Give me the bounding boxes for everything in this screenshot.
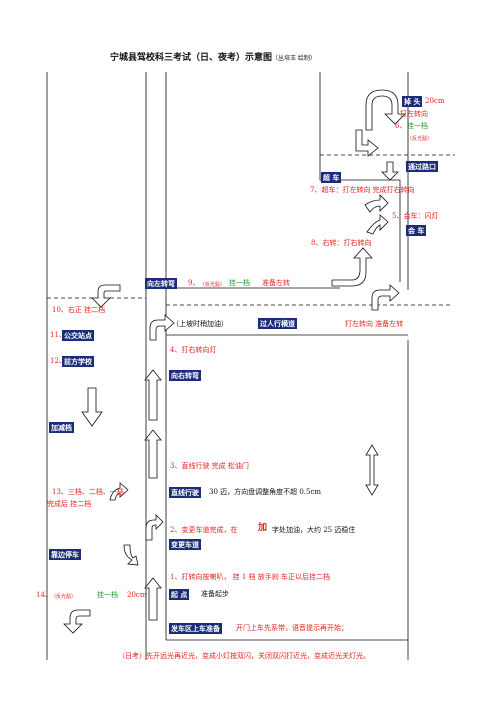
step4-text: 4、打右转向灯	[170, 346, 217, 354]
step3-text: 3、直线行驶 完成 松油门	[170, 462, 249, 470]
step9-gear: 挂一档	[229, 279, 250, 287]
footer-note: （日考）先开远光再近光，变成小灯按双闪，关闭双闪打近光，变成近光关灯光。	[118, 652, 370, 660]
lane-change-tag: 变更车道	[169, 539, 201, 550]
left-signal-text: 打左转向	[400, 110, 428, 118]
up-arrow-3-icon	[144, 577, 162, 621]
uturn-tag: 掉 头	[402, 96, 423, 107]
step9-note: （反光贴）	[200, 282, 226, 288]
step14-distance: 20cm	[127, 591, 147, 599]
step13-text: 13、三档、二档、一档	[52, 488, 124, 496]
step1-text: 1、打转向按喇叭， 挂 1 档 放手刹 车正以后挂二档	[170, 573, 331, 581]
step14-note: （反光贴）	[51, 594, 77, 600]
right-turn-arrow-icon	[331, 247, 373, 287]
crosswalk-tag: 过人行横道	[258, 318, 297, 329]
lane-change-arrow-icon	[145, 514, 164, 541]
step14-gear: 挂一档	[97, 591, 118, 599]
turn-arrow-icon	[355, 129, 379, 157]
straight-description: 30 迈，方向盘调整角度不超 0.5cm	[209, 488, 322, 496]
step7-text: 7、超车：打左转向 完成打右转向	[310, 186, 415, 194]
park-arrow-icon	[123, 544, 139, 566]
step11-number: 11、	[50, 331, 66, 339]
uphill-text: （上坡时稍加油）	[172, 320, 228, 328]
straight-tag: 直线行驶	[169, 487, 201, 498]
left-turn-arrow-icon	[91, 284, 121, 308]
road-line-right-inner	[319, 72, 401, 282]
step10-text: 10、右正 挂二档	[52, 306, 106, 314]
left-curve-arrow-icon	[109, 482, 129, 501]
up-arrow-1-icon	[144, 369, 162, 421]
step2-part-b: 字处加油，大约 25 迈稳住	[272, 526, 356, 534]
step13b-text: 完成后 挂二档	[47, 500, 92, 508]
title-text: 宁城县驾校科三考试（日、夜考）示意图	[110, 53, 273, 63]
up-arrow-2-icon	[144, 429, 162, 479]
step2-part-a: 2、变更车道完成，在	[170, 526, 238, 534]
step14-number: 14、	[36, 591, 52, 599]
step9-number: 9、	[188, 279, 200, 287]
intersection-tag: 通过路口	[406, 161, 438, 172]
decel-arrow-icon	[81, 387, 103, 427]
park-tag: 靠边停车	[49, 549, 81, 560]
bus-stop-tag: 公交站点	[62, 330, 94, 341]
curve-arrow-2-icon	[366, 214, 389, 235]
decel-tag: 加减档	[49, 422, 74, 433]
step6-gear: 挂一档	[407, 122, 428, 130]
step12-number: 12、	[50, 357, 66, 365]
curve-arrow-icon	[364, 194, 389, 213]
final-turn-arrow-icon	[63, 609, 91, 634]
school-tag: 前方学校	[62, 356, 94, 367]
double-arrow-icon	[365, 444, 379, 496]
uturn-distance: 20cm	[425, 97, 445, 105]
title-note: （丛培玉 绘制）	[272, 55, 316, 62]
step2-jia-marker: 加	[258, 523, 268, 533]
step5-text: 5、会车：闪灯	[392, 212, 439, 220]
step8-text: 8、右转：打右转向	[311, 239, 372, 247]
left-prepare-text: 打左转向 准备左转	[345, 320, 404, 328]
meet-tag: 会 车	[406, 225, 427, 236]
left-turn-tag: 向左转弯	[145, 278, 177, 289]
board-text: 开门上车先系带，语音提示再开始；	[236, 624, 348, 632]
overtake-tag: 超 车	[321, 172, 342, 183]
step6-note: （反光贴）	[407, 136, 433, 142]
right-turn-tag: 向右转弯	[169, 370, 201, 381]
board-tag: 发车区上车准备	[169, 623, 222, 634]
start-tag: 起 点	[169, 589, 190, 600]
left-prepare-arrow-icon	[371, 284, 400, 311]
down-arrow-icon	[381, 161, 399, 181]
step6-number: 6、	[395, 122, 407, 130]
start-text: 准备起步	[201, 590, 229, 598]
step9-action: 准备左转	[262, 279, 290, 287]
uturn-arrow-icon	[365, 89, 406, 131]
page-title: 宁城县驾校科三考试（日、夜考）示意图（丛培玉 绘制）	[110, 50, 316, 63]
uphill-arrow-icon	[149, 314, 175, 341]
